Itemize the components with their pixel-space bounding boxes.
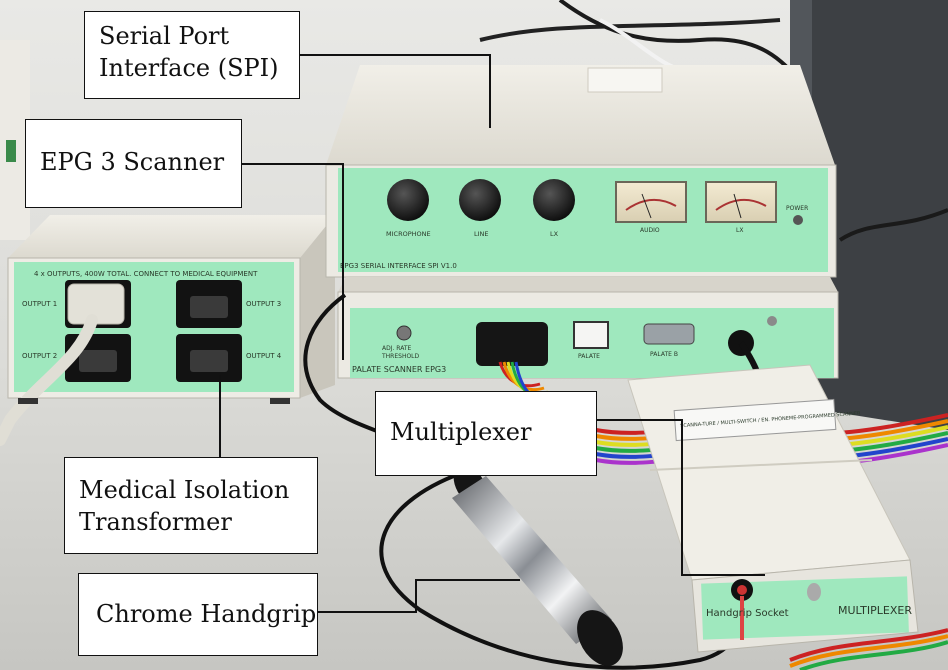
scanner-front-label: PALATE SCANNER EPG3 [352,365,446,374]
callout-spi-line-1: Serial Port [99,22,230,50]
multiplexer-unit: SCANNA-TURE / MULTI-SWITCH / EN. PHONEME… [627,364,919,653]
multiplexer-front-label: MULTIPLEXER [838,604,912,617]
lx-knob-label: LX [550,230,559,238]
scanner-ribbon-connector [476,322,548,366]
left-shelf-green [6,140,16,162]
bg-cable-4 [838,208,948,242]
spi-front-label: EPG3 SERIAL INTERFACE SPI V1.0 [340,262,457,270]
transformer-output-4-label: OUTPUT 4 [246,352,282,360]
spi-leader [300,54,491,128]
power-label: POWER [786,205,808,212]
audio-meter [615,181,687,223]
transformer-top-label: 4 x OUTPUTS, 400W TOTAL. CONNECT TO MEDI… [34,270,258,278]
leader-lines [219,54,765,613]
threshold-knob [396,325,412,341]
audio-meter-label: AUDIO [640,227,660,234]
callout-isolation-transformer: Medical Isolation Transformer [64,457,318,554]
scanner-leader [242,163,344,360]
lx-meter [705,181,777,223]
microphone-knob [387,179,429,221]
spi-unit: MICROPHONE LINE LX AUDIO LX POWER EPG3 S… [325,65,837,278]
palate-b-connector [643,323,695,345]
scanner-threshold-label: THRESHOLD [381,353,420,360]
palate-connector [573,321,609,349]
callout-spi-line-2: Interface (SPI) [99,54,279,82]
handgrip-leader [318,579,520,613]
callout-epg3-scanner: EPG 3 Scanner [25,119,242,208]
callout-transformer-line-2: Transformer [79,508,232,536]
transformer-output-1-label: OUTPUT 1 [22,300,57,308]
line-knob-label: LINE [474,230,489,238]
callout-multiplexer: Multiplexer [375,391,597,476]
bg-cable-2 [558,0,802,82]
callout-spi: Serial Port Interface (SPI) [84,11,300,99]
callout-chrome-handgrip-text: Chrome Handgrip [96,600,317,628]
callout-epg3-scanner-text: EPG 3 Scanner [40,148,225,176]
callout-multiplexer-text: Multiplexer [390,418,532,446]
callout-transformer-line-1: Medical Isolation [79,476,290,504]
multiplexer-leader [597,419,765,576]
scanner-adjust-label: ADJ. RATE [382,345,412,352]
epg3-scanner: ADJ. RATE THRESHOLD PALATE PALATE B PALA… [337,277,839,379]
palate-label: PALATE [578,353,600,360]
transformer-output-2-label: OUTPUT 2 [22,352,57,360]
palate-b-label: PALATE B [650,351,678,358]
microphone-knob-label: MICROPHONE [386,230,431,238]
multiplexer-sticker [673,398,837,442]
callout-chrome-handgrip: Chrome Handgrip [78,573,318,656]
handgrip-socket-label: Handgrip Socket [706,608,789,619]
power-cable [0,314,98,446]
lx-meter-label: LX [736,227,743,234]
line-knob [459,179,501,221]
power-switch [793,215,803,225]
transformer-output-3-label: OUTPUT 3 [246,300,281,308]
lx-knob [533,179,575,221]
isolation-transformer: 4 x OUTPUTS, 400W TOTAL. CONNECT TO MEDI… [0,215,335,446]
